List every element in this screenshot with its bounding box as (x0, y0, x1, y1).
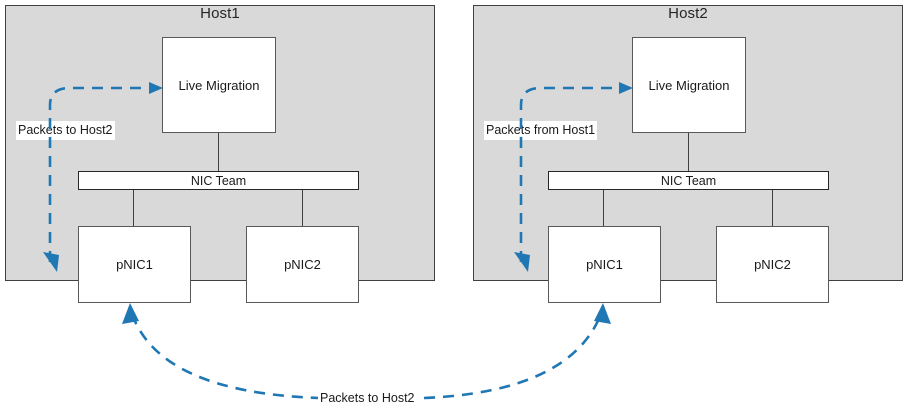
pnic2-box-1[interactable]: pNIC2 (246, 226, 359, 303)
host-title-1: Host1 (200, 5, 240, 22)
flow-label-host1: Packets to Host2 (16, 121, 115, 140)
bottom-flow-head-host2-pnic1 (594, 303, 611, 324)
bottom-flow-path-left (130, 313, 319, 400)
pnic1-box-1[interactable]: pNIC1 (78, 226, 191, 303)
connector-livemigration-nicteam-2 (688, 133, 690, 171)
live-migration-box-2[interactable]: Live Migration (632, 37, 746, 133)
live-migration-box-1[interactable]: Live Migration (162, 37, 276, 133)
connector-nicteam-pnic2-1 (302, 189, 304, 226)
connector-nicteam-pnic1-2 (603, 189, 605, 226)
bottom-flow-path-right (423, 313, 603, 400)
bottom-flow-head-host1-pnic1 (122, 303, 139, 324)
connector-nicteam-pnic2-2 (772, 189, 774, 226)
pnic1-box-2[interactable]: pNIC1 (548, 226, 661, 303)
connector-nicteam-pnic1-1 (133, 189, 135, 226)
pnic2-box-2[interactable]: pNIC2 (716, 226, 829, 303)
nic-team-bar-1[interactable]: NIC Team (78, 171, 359, 190)
bottom-flow-label: Packets to Host2 (318, 389, 417, 408)
flow-label-host2: Packets from Host1 (484, 121, 598, 140)
connector-livemigration-nicteam-1 (218, 133, 220, 171)
host-title-2: Host2 (668, 5, 708, 22)
nic-team-bar-2[interactable]: NIC Team (548, 171, 829, 190)
